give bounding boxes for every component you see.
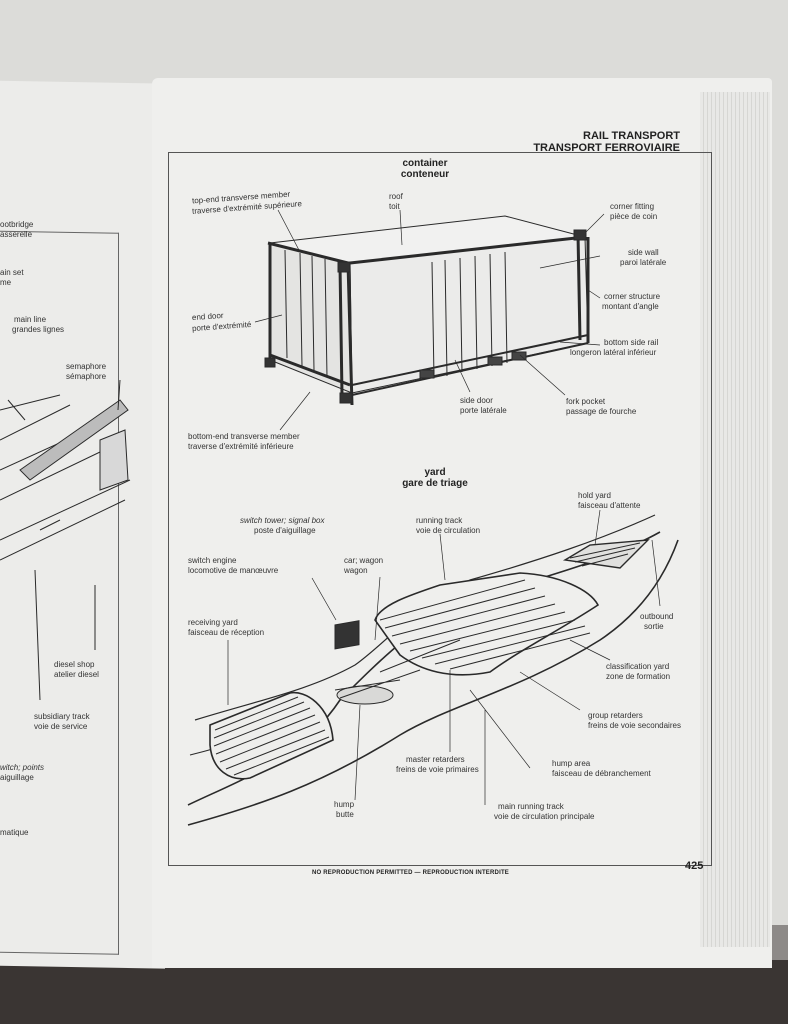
left-label: ain set (0, 268, 24, 277)
label-hold-yard-en: hold yard (578, 491, 611, 500)
label-car-wagon-fr: wagon (344, 566, 368, 575)
label-switch-tower-en: switch tower; signal box (240, 516, 325, 525)
label-switch-engine-fr: locomotive de manœuvre (188, 566, 279, 575)
label-group-retarders-fr: freins de voie secondaires (588, 721, 681, 730)
label-bottom-side-rail-en: bottom side rail (604, 338, 659, 347)
left-label: main line (14, 315, 47, 324)
left-label: asserelle (0, 230, 33, 239)
header-title-fr: TRANSPORT FERROVIAIRE (533, 142, 680, 154)
label-car-wagon-en: car; wagon (344, 556, 384, 565)
label-group-retarders-en: group retarders (588, 711, 643, 720)
left-label: me (0, 278, 12, 287)
left-label: grandes lignes (12, 325, 65, 334)
yard-illustration (187, 509, 679, 826)
left-label: semaphore (66, 362, 107, 371)
label-outbound-fr: sortie (644, 622, 664, 631)
label-classification-yard-fr: zone de formation (606, 672, 671, 681)
left-label: matique (0, 828, 29, 837)
label-corner-fitting-fr: pièce de coin (610, 212, 658, 221)
page-number: 425 (685, 860, 704, 872)
label-main-running-track-fr: voie de circulation principale (494, 812, 595, 821)
table-surface (0, 960, 788, 1024)
label-fork-pocket-en: fork pocket (566, 397, 606, 406)
label-hold-yard-fr: faisceau d'attente (578, 501, 641, 510)
left-label: subsidiary track (34, 712, 90, 721)
illustration-frame (168, 152, 712, 866)
label-hump-fr: butte (336, 810, 354, 819)
left-label: ootbridge (0, 220, 34, 229)
label-main-running-track-en: main running track (498, 802, 564, 811)
label-master-retarders-fr: freins de voie primaires (396, 765, 479, 774)
label-hump-area-en: hump area (552, 759, 591, 768)
left-label: atelier diesel (54, 670, 99, 679)
label-fork-pocket-fr: passage de fourche (566, 407, 637, 416)
label-corner-structure-en: corner structure (604, 292, 661, 301)
label-roof-en: roof (389, 192, 403, 201)
container-title-en: container (402, 158, 448, 169)
label-side-door-fr: porte latérale (460, 406, 507, 415)
label-receiving-yard-fr: faisceau de réception (188, 628, 265, 637)
label-classification-yard-en: classification yard (606, 662, 670, 671)
label-outbound-en: outbound (640, 612, 674, 621)
left-label: witch; points (0, 763, 45, 772)
label-switch-tower-fr: poste d'aiguillage (254, 526, 316, 535)
label-running-track-fr: voie de circulation (416, 526, 481, 535)
label-running-track-en: running track (416, 516, 463, 525)
label-corner-structure-fr: montant d'angle (602, 302, 659, 311)
left-rail-diagram (0, 379, 131, 701)
reproduction-notice: NO REPRODUCTION PERMITTED — REPRODUCTION… (312, 870, 510, 876)
container-illustration (254, 209, 605, 431)
label-hump-area-fr: faisceau de débranchement (552, 769, 651, 778)
label-corner-fitting-en: corner fitting (610, 202, 655, 211)
header-title-en: RAIL TRANSPORT (583, 130, 680, 142)
label-side-wall-en: side wall (628, 248, 659, 257)
label-hump-en: hump (334, 800, 355, 809)
left-label: sémaphore (66, 372, 107, 381)
label-bottom-end-en: bottom-end transverse member (188, 432, 300, 441)
label-roof-fr: toit (389, 202, 400, 211)
label-receiving-yard-en: receiving yard (188, 618, 238, 627)
label-side-wall-fr: paroi latérale (620, 258, 667, 267)
label-switch-engine-en: switch engine (188, 556, 237, 565)
label-bottom-end-fr: traverse d'extrémité inférieure (188, 442, 294, 451)
container-title-fr: conteneur (400, 169, 450, 180)
left-label: diesel shop (54, 660, 95, 669)
label-bottom-side-rail-fr: longeron latéral inférieur (570, 348, 657, 357)
left-label: aiguillage (0, 773, 34, 782)
label-master-retarders-en: master retarders (406, 755, 465, 764)
yard-title-en: yard (424, 467, 446, 478)
label-side-door-en: side door (460, 396, 493, 405)
left-label: voie de service (34, 722, 88, 731)
yard-title-fr: gare de triage (402, 478, 468, 489)
